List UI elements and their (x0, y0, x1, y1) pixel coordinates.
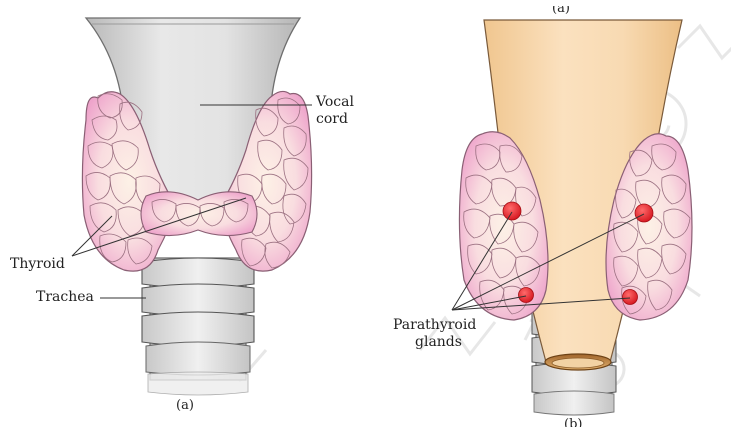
trachea-a (142, 258, 254, 395)
watermark-letter (678, 26, 731, 58)
parathyroid-left-lower (519, 288, 534, 303)
parathyroid-right-upper (635, 204, 653, 222)
vocal-cord-label: Vocal cord (316, 94, 376, 128)
vocal-cord-label-line1: Vocal (316, 94, 376, 111)
parathyroid-label: Parathyroid glands (393, 317, 493, 351)
thyroid-label: Thyroid (10, 256, 65, 273)
parathyroid-right-lower (623, 290, 638, 305)
panel-a-illustration (72, 18, 312, 395)
parathyroid-label-line2: glands (393, 334, 493, 351)
parathyroid-left-upper (503, 202, 521, 220)
panel-a-caption: (a) (176, 397, 194, 414)
vocal-cord-label-line2: cord (316, 111, 376, 128)
parathyroid-label-line1: Parathyroid (393, 317, 493, 334)
panel-b-illustration (452, 20, 692, 415)
trachea-label: Trachea (36, 289, 94, 306)
panel-b-caption: (b) (564, 418, 582, 427)
top-fragment-caption: (a) (552, 6, 570, 15)
